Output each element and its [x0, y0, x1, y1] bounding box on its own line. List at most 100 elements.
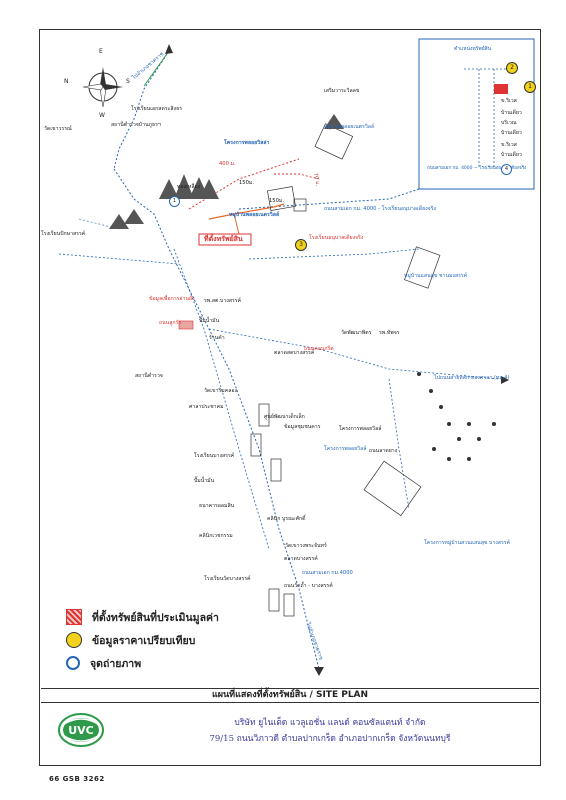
inset-title: ตำแหน่งทรัพย์สิน — [454, 46, 492, 52]
label-hall: ศาลาประชาคม — [189, 404, 224, 410]
label-to-right: ไปถนนสายหลัก-ทองศาลา (ทล.4) — [434, 375, 510, 381]
label-temple-4: วัดเขาวงพระจันทร์ — [285, 543, 327, 549]
label-temple-2: เสริมวาระวิลลข — [324, 88, 360, 94]
label-temple-3: วัดเขาริมคลอง — [204, 388, 238, 394]
road-north — [113, 50, 170, 170]
compass-south: S — [126, 78, 130, 85]
road-west — [58, 253, 180, 265]
inset-label-5: ข.ริเวส — [501, 142, 517, 148]
compass-rose-icon — [82, 67, 123, 108]
legend-item-photo: จุดถ่ายภาพ — [66, 655, 141, 671]
label-village-3: โครงการหมู่บ้านสวนแสนสุข บางสรรค์ — [424, 540, 510, 546]
label-village-2: หมู่บ้านแสนสุข ชานมงสรรค์ — [404, 273, 468, 279]
label-hospital: รพ.สต.บางสรรค์ — [204, 298, 241, 304]
site-plan-title: แผนที่แสดงที่ตั้งทรัพย์สิน / SITE PLAN — [41, 688, 539, 703]
market-icon — [178, 320, 194, 330]
label-clinic: คลินิก บูรณะศักดิ์ — [267, 516, 306, 522]
legend-item-comparable: ข้อมูลราคาเปรียบเทียบ — [66, 632, 195, 648]
road-west-2 — [78, 218, 120, 230]
inset-road-label: ถนนสามเอก กม. 4000 ~ โรงเรียนอนุบาลเดียง… — [427, 166, 527, 171]
document-code: 66 GSB 3262 — [49, 775, 105, 783]
inset-property — [494, 84, 508, 94]
compass-west-label: N — [64, 78, 69, 85]
parcels — [250, 123, 441, 617]
label-market2: ตลาดบางสรรค์ — [284, 556, 318, 562]
label-orange: ถนนลูกรัง — [159, 320, 181, 326]
label-mon: สถานีตำรวจบ้านภูธรฯ — [111, 122, 161, 128]
label-hospital2: คลินิกเวชกรรม — [199, 533, 233, 539]
label-right-c: ศูนย์พัฒนาเด็กเล็ก — [264, 414, 305, 420]
arrow-north-icon — [165, 44, 173, 54]
label-road-main: ถนนสามเอก กม. 4000 - โรงเรียนอนุบาลเดียง… — [324, 206, 437, 212]
label-right-b: รพ.ทัพจร — [379, 330, 400, 336]
label-road-a: ถนนวัดถ้ำ - บางสรรค์ — [284, 583, 333, 589]
label-right-e: โครงการพลอยวิลล์ — [324, 446, 367, 452]
label-road-d: ถนนลาดยาง — [369, 448, 398, 454]
mountains — [109, 114, 344, 229]
inset-label-6: บ้านเดียว — [501, 152, 522, 158]
uvc-logo-icon: UVC — [58, 713, 104, 747]
label-gas2: ปั๊มน้ำมัน — [194, 478, 215, 484]
legend-label: ข้อมูลราคาเปรียบเทียบ — [92, 634, 196, 647]
arrow-south-icon — [314, 667, 324, 676]
road-east-2 — [248, 248, 420, 260]
label-temple: วัดเขาวรรณ์ — [44, 126, 72, 132]
label-school-5: โรงเรียนบางสรรค์ — [194, 453, 235, 459]
label-school-1: โรงเรียนเอกสดระสิงธร — [131, 106, 183, 112]
label-400: 400 ม. — [219, 161, 236, 167]
label-right-d: โครงการพลอยวิลล์ — [339, 426, 382, 432]
photo-point-icon[interactable]: 1 — [169, 196, 180, 207]
inset-label-1: ข.ริเวส — [501, 98, 517, 104]
label-shop: ร้านค้า — [209, 335, 225, 341]
page-frame — [39, 29, 541, 766]
legend-label: จุดถ่ายภาพ — [90, 657, 142, 670]
photo-point-icon[interactable]: 4 — [501, 164, 512, 175]
property-box — [198, 233, 252, 246]
road-orange — [208, 203, 285, 220]
label-road-c: ถนนคอนกรีต — [304, 346, 334, 352]
site-map: E S N W ตำแหน่งทรัพย์สิน ข.ริเวส บ้านเดี… — [39, 29, 541, 709]
boundary-dots — [417, 372, 496, 461]
red-hatched-square-icon — [66, 609, 82, 625]
company-name: บริษัท ยูไนเต็ด แวลูเอชั่น แลนด์ คอนซัลแ… — [234, 718, 426, 728]
label-village-main: หมู่บ้านพลอยเนตรวิลล์ — [229, 212, 280, 218]
label-police: สถานีตำรวจ — [135, 373, 163, 379]
label-school-3: โรงเรียนอนุบาลเดียงจริง — [309, 235, 364, 241]
label-house-1: หมู่บ้านพลอยเนตรวิลล์ — [324, 124, 375, 130]
label-road-b: ถนนสามเอก กม.4000 — [302, 570, 353, 576]
svg-text:UVC: UVC — [68, 724, 94, 737]
inset-label-4: บ้านเดียว — [501, 130, 522, 136]
compass-west: W — [99, 112, 105, 119]
route-red-2 — [274, 173, 320, 180]
comparable-marker-2[interactable]: 2 — [506, 62, 518, 74]
route-red — [188, 158, 300, 210]
label-right-a: วัดพัฒนาพิตร — [341, 330, 372, 336]
label-150a: 150ม. — [239, 180, 254, 186]
inset-label-3: บริเวณ — [501, 120, 517, 126]
arrow-east-icon — [501, 376, 509, 384]
arrow-north-line — [143, 50, 170, 87]
label-school-6: โรงเรียนวัดบางสรรค์ — [204, 576, 251, 582]
label-property: ที่ตั้งทรัพย์สิน — [204, 235, 243, 243]
company-info: บริษัท ยูไนเต็ด แวลูเอชั่น แลนด์ คอนซัลแ… — [170, 715, 490, 747]
label-150b: 150ม. — [269, 198, 284, 204]
label-market: ตลาดสดบางสรรค์ — [274, 350, 315, 356]
company-address: 79/15 ถนนวิภาวดี ตำบลปากเกร็ด อำเภอปากเก… — [209, 734, 451, 744]
inset-label-2: บ้านเดียว — [501, 110, 522, 116]
label-school-4: ข้อมูลเพื่อการอ่านผัง — [149, 296, 195, 302]
legend-label: ที่ตั้งทรัพย์สินที่ประเมินมูลค่า — [92, 611, 219, 624]
label-70: 70 ม. — [312, 172, 321, 187]
comparable-marker-3[interactable]: 3 — [295, 239, 307, 251]
label-project: โครงการพลอยวิลล่า — [224, 140, 270, 146]
road-right — [388, 378, 410, 510]
yellow-circle-icon — [66, 632, 82, 648]
label-gas: ปั๊มน้ำมัน — [199, 318, 220, 324]
label-mountain: ทองเหลือง — [177, 184, 201, 190]
label-bank: ธนาคารออมสิน — [199, 503, 235, 509]
compass-north: E — [99, 48, 103, 55]
comparable-marker-1[interactable]: 1 — [524, 81, 536, 93]
label-right-f: ข้อมูลชุมชนคาร — [284, 424, 321, 430]
road-east-3 — [208, 328, 500, 380]
camera-point-icon — [66, 656, 80, 670]
road-main-south — [113, 168, 320, 670]
